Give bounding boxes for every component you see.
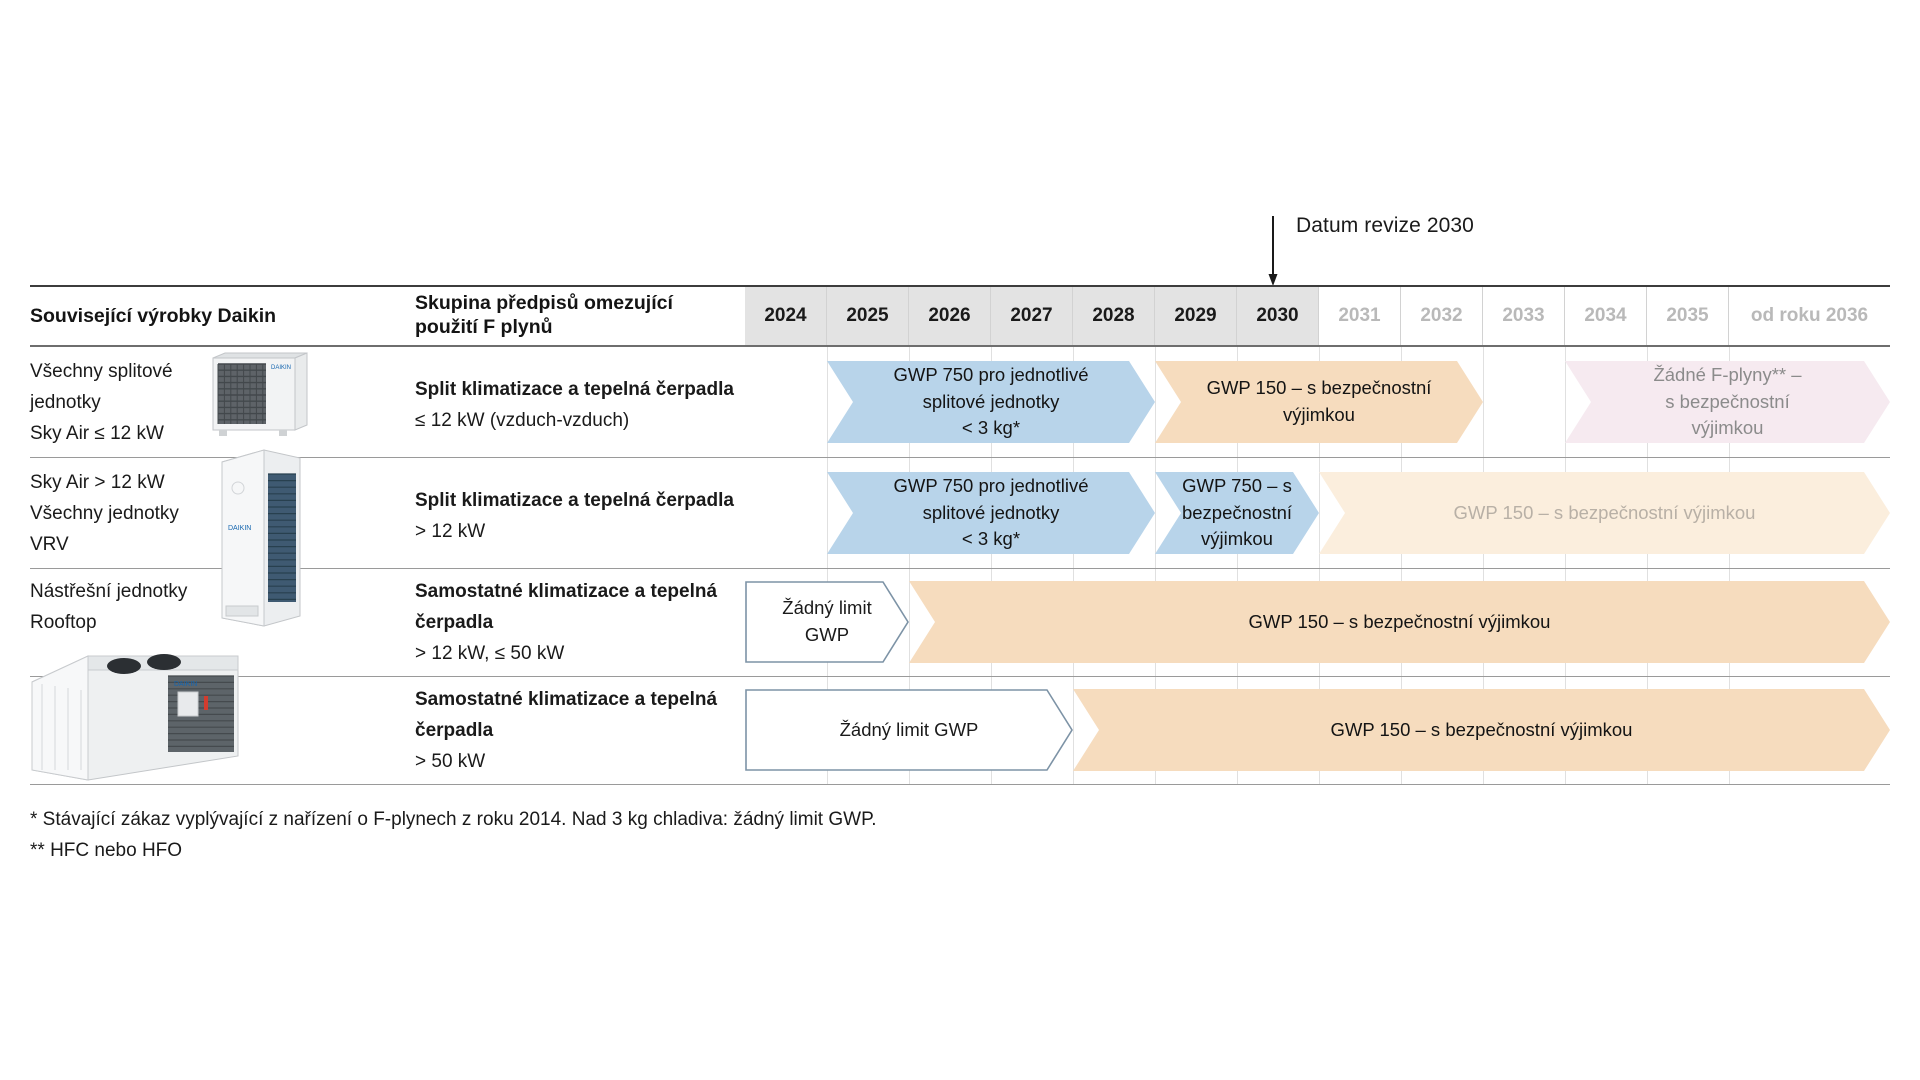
year-header-cell-2025: 2025 [827,287,909,345]
timeline-bar-label: Žádný limit GWP [782,597,872,645]
timeline-bar-label: GWP 150 – s bezpečnostní výjimkou [1453,501,1756,523]
regulation-group-cell: Split klimatizace a tepelná čerpadla > 12… [415,486,745,548]
product-name-line: Všechny splitové [30,361,173,382]
timeline-bar: GWP 150 – s bezpečnostní výjimkou [909,581,1890,663]
regulation-group-title: Split klimatizace a tepelná čerpadla [415,379,734,400]
footnotes: * Stávající zákaz vyplývající z nařízení… [30,805,877,867]
regulation-group-title: Samostatné klimatizace a tepelná [415,689,718,710]
year-header-cell-2032: 2032 [1401,287,1483,345]
svg-text:DAIKIN: DAIKIN [228,525,251,532]
regulation-group-capacity: ≤ 12 kW (vzduch-vzduch) [415,409,630,431]
year-header-cell-2024: 2024 [745,287,827,345]
timeline-bar: GWP 750 – s bezpečnostní výjimkou [1155,472,1319,554]
timeline-bar-label: GWP 750 pro jednotlivé splitové jednotky… [893,474,1089,550]
regulation-group-capacity: > 12 kW [415,520,486,542]
table-top-rule [30,285,1890,287]
header-bottom-rule [30,345,1890,347]
timeline-lane: GWP 750 pro jednotlivé splitové jednotky… [745,347,1890,457]
regulation-group-cell: Split klimatizace a tepelná čerpadla ≤ 12… [415,375,745,437]
timeline-bar-label: GWP 150 – s bezpečnostní výjimkou [1206,377,1432,425]
timeline-bar: GWP 750 pro jednotlivé splitové jednotky… [827,361,1155,443]
product-name-line: Sky Air ≤ 12 kW [30,422,164,444]
timeline-lane: Žádný limit GWP GWP 150 – s bezpečnostní … [745,569,1890,676]
timeline-bar-label: GWP 750 pro jednotlivé splitové jednotky… [893,363,1089,439]
revision-label: Datum revize 2030 [1296,214,1474,237]
timeline-bar: GWP 750 pro jednotlivé splitové jednotky… [827,472,1155,554]
timeline-lane: GWP 750 pro jednotlivé splitové jednotky… [745,458,1890,568]
footnote: * Stávající zákaz vyplývající z nařízení… [30,809,877,830]
year-header-cell-2033: 2033 [1483,287,1565,345]
header-group-line2: použití F plynů [415,316,553,338]
regulation-group-title: Split klimatizace a tepelná čerpadla [415,490,734,511]
timeline-lane: Žádný limit GWP GWP 150 – s bezpečnostní … [745,677,1890,784]
regulation-group-capacity: > 12 kW, ≤ 50 kW [415,642,565,664]
timeline-bar-label: Žádný limit GWP [839,718,979,740]
product-name-line: Všechny jednotky [30,502,179,524]
timeline-bar: GWP 150 – s bezpečnostní výjimkou [1073,689,1890,771]
rooftop-unit-photo: DAIKIN [28,640,243,790]
down-arrow-icon [1268,216,1278,286]
row-separator [30,784,1890,785]
regulation-group-cell: Samostatné klimatizace a tepelná čerpadla… [415,577,745,669]
footnote: ** HFC nebo HFO [30,839,183,861]
year-header-cell-od-roku-2036: od roku 2036 [1729,287,1890,345]
year-header-cell-2031: 2031 [1319,287,1401,345]
year-header-cell-2034: 2034 [1565,287,1647,345]
product-name-line: VRV [30,533,69,555]
header-products: Související výrobky Daikin [30,304,277,327]
row-separator [30,568,1890,569]
year-header-cell-2029: 2029 [1155,287,1237,345]
regulation-group-title-cont: čerpadla [415,719,494,741]
timeline-bar: GWP 150 – s bezpečnostní výjimkou [1155,361,1483,443]
product-name-line: Rooftop [30,611,97,633]
timeline-bar-label: GWP 150 – s bezpečnostní výjimkou [1330,718,1633,740]
regulation-timeline-table: Související výrobky Daikin Skupina předp… [30,285,1890,785]
table-header-row: Související výrobky Daikin Skupina předp… [30,287,1890,345]
product-name-line: Nástřešní jednotky [30,581,188,602]
year-header-cell-2027: 2027 [991,287,1073,345]
vrv-outdoor-unit-photo: DAIKIN [212,448,304,633]
row-separator [30,676,1890,677]
split-outdoor-unit-photo: DAIKIN [205,352,310,444]
header-group-line1: Skupina předpisů omezující [415,292,673,315]
timeline-bar-label: GWP 150 – s bezpečnostní výjimkou [1248,610,1551,632]
regulation-group-title: Samostatné klimatizace a tepelná [415,581,718,602]
regulation-group-capacity: > 50 kW [415,750,486,772]
timeline-bar: Žádný limit GWP [745,581,909,663]
year-header-cell-2030: 2030 [1237,287,1319,345]
row-separator [30,457,1890,458]
product-name-line: Sky Air > 12 kW [30,472,165,493]
revision-annotation: Datum revize 2030 [1268,214,1688,304]
timeline-bar: Žádné F-plyny** – s bezpečnostní výjimko… [1565,361,1890,443]
year-header-cell-2026: 2026 [909,287,991,345]
timeline-bar: Žádný limit GWP [745,689,1073,771]
svg-text:DAIKIN: DAIKIN [174,681,197,688]
product-name-line: jednotky [30,391,101,413]
regulation-group-title-cont: čerpadla [415,611,494,633]
header-regulation-group: Skupina předpisů omezující použití F ply… [415,287,745,345]
year-header-cell-2028: 2028 [1073,287,1155,345]
timeline-bar-label: Žádné F-plyny** – s bezpečnostní výjimko… [1653,363,1802,439]
timeline-bar: GWP 150 – s bezpečnostní výjimkou [1319,472,1890,554]
regulation-group-cell: Samostatné klimatizace a tepelná čerpadla… [415,685,745,777]
year-header-cell-2035: 2035 [1647,287,1729,345]
timeline-bar-label: GWP 750 – s bezpečnostní výjimkou [1181,474,1293,550]
table-row: Samostatné klimatizace a tepelná čerpadla… [30,677,1890,784]
svg-text:DAIKIN: DAIKIN [271,365,291,371]
